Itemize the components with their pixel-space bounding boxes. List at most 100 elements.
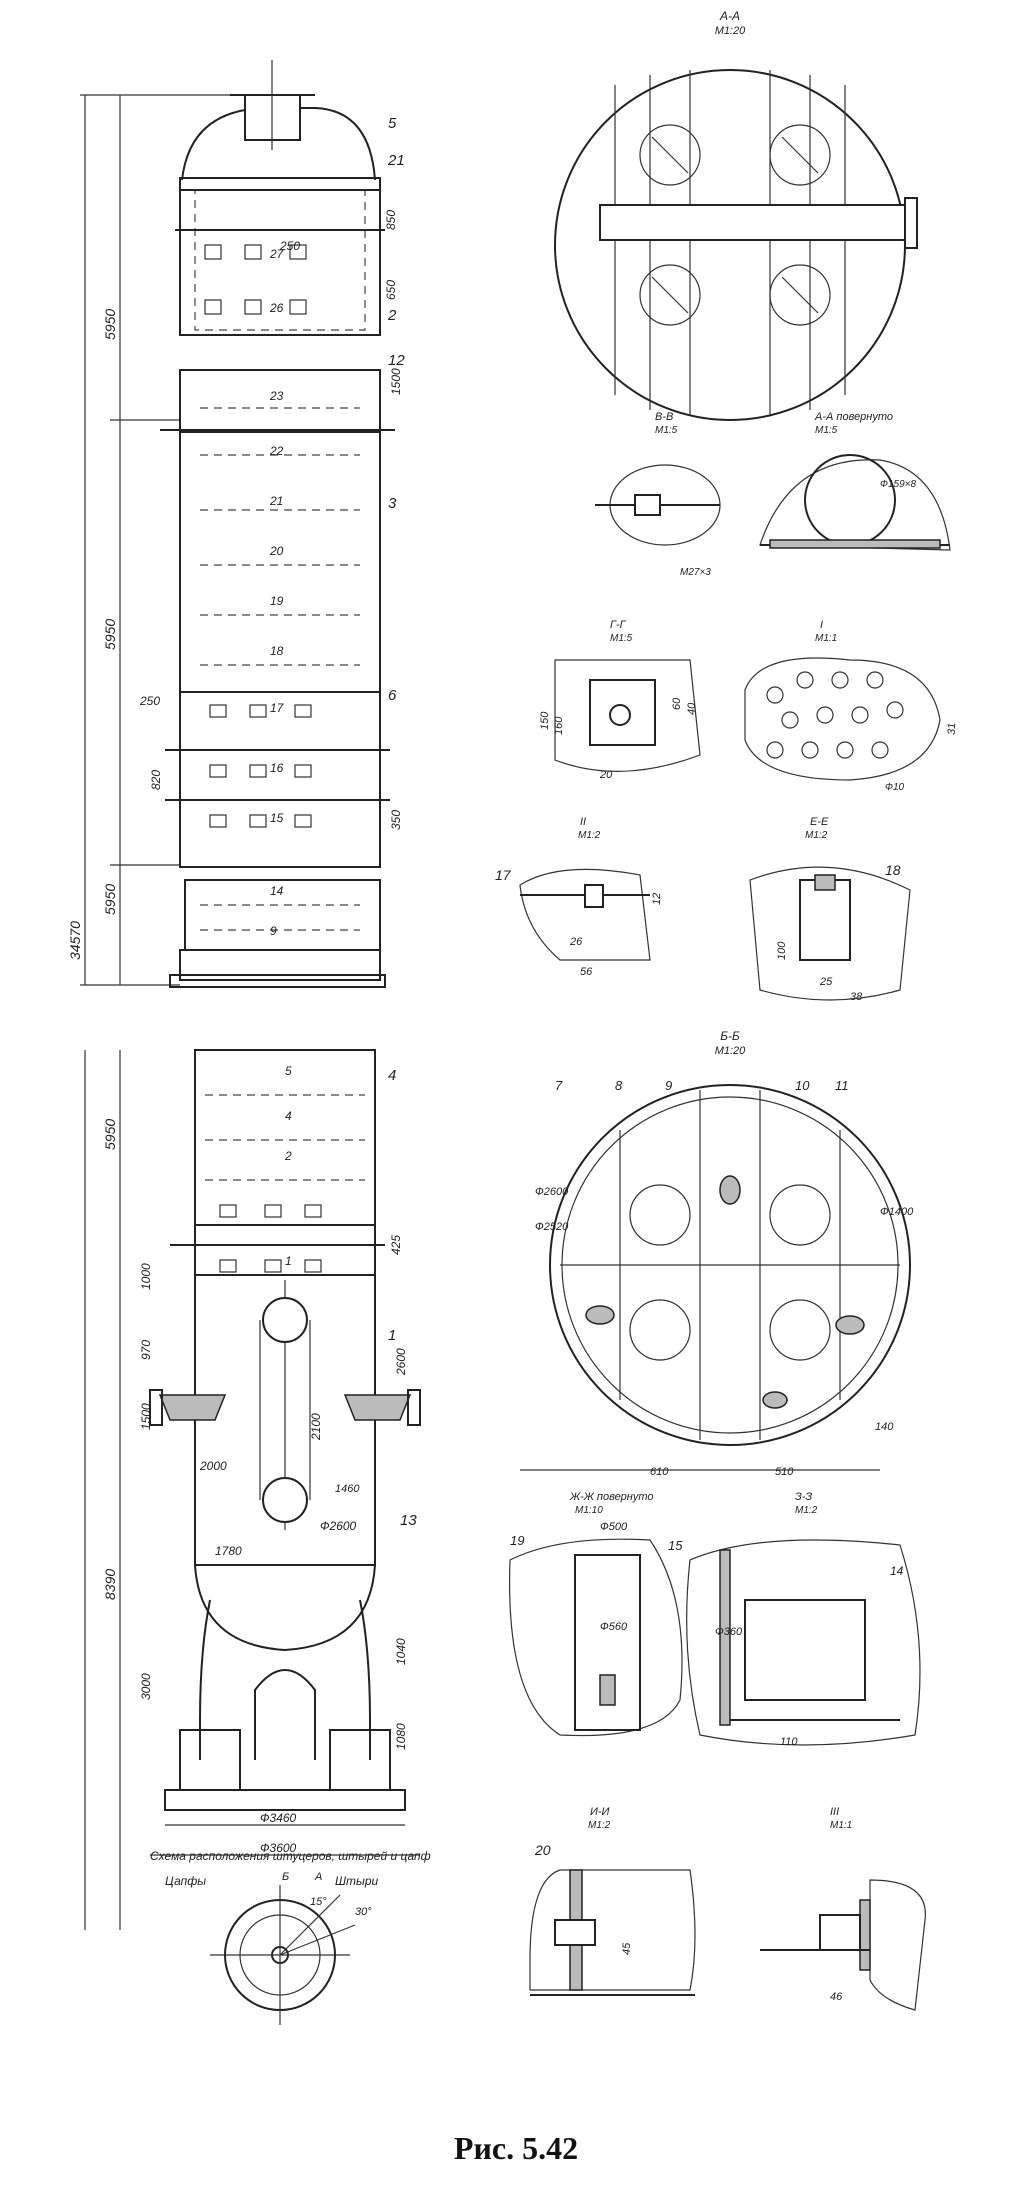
label-1460: 1460 — [335, 1483, 360, 1495]
detail-45: 45 — [621, 1942, 633, 1955]
view-ee-title: Е-Е — [810, 816, 829, 828]
view-aa-rot-note: Ф159×8 — [880, 479, 916, 490]
tray-5: 5 — [285, 1064, 292, 1078]
view-gg-scale: М1:5 — [610, 633, 633, 644]
dim-5950-a: 5950 — [102, 309, 118, 340]
dim-850: 850 — [384, 210, 398, 230]
label-d3600: Ф3600 — [260, 1841, 297, 1855]
detail-15: 15 — [668, 1538, 683, 1553]
dim-1500-top: 1500 — [389, 368, 403, 395]
tray-1: 1 — [285, 1254, 292, 1268]
tray-17: 17 — [270, 701, 285, 715]
detail-m27: M27×3 — [680, 567, 711, 578]
tray-19: 19 — [270, 594, 284, 608]
view-ee — [749, 866, 911, 1001]
bb-dim-610: 610 — [650, 1466, 669, 1478]
view-i-title: I — [820, 619, 823, 631]
view-ii-bot-title: И-И — [590, 1806, 610, 1818]
tray-21: 21 — [269, 494, 283, 508]
view-aa-title: А-А — [719, 9, 740, 23]
dim-350: 350 — [389, 810, 403, 830]
label-2000: 2000 — [199, 1459, 227, 1473]
tray-27: 27 — [269, 247, 285, 261]
view-aa — [554, 69, 918, 421]
tray-20: 20 — [269, 544, 284, 558]
detail-14: 14 — [890, 1564, 904, 1578]
bb-dim-140: 140 — [875, 1421, 894, 1433]
tray-14: 14 — [270, 884, 284, 898]
detail-100: 100 — [776, 941, 788, 960]
dim-34570: 34570 — [67, 921, 83, 960]
overall-dimension-lines — [80, 94, 300, 1930]
nozzle-scheme — [210, 1885, 356, 2025]
dim-3000: 3000 — [139, 1673, 153, 1700]
view-ii — [519, 868, 651, 961]
label-d3460: Ф3460 — [260, 1811, 297, 1825]
bb-dim-510: 510 — [775, 1466, 794, 1478]
nozzle-angle-15: 15° — [310, 1896, 327, 1908]
bb-part-8: 8 — [615, 1078, 623, 1093]
detail-38: 38 — [850, 991, 863, 1003]
view-ee-scale: М1:2 — [805, 830, 828, 841]
tray-2: 2 — [284, 1149, 292, 1163]
view-aa-rot-title: А-А повернуто — [814, 411, 893, 423]
view-gg — [554, 659, 701, 772]
detail-17: 17 — [495, 867, 512, 883]
view-vv-title: В-В — [655, 411, 673, 423]
part-13: 13 — [400, 1512, 417, 1529]
view-zhzh-scale: М1:10 — [575, 1505, 603, 1516]
dim-2600: 2600 — [394, 1348, 408, 1376]
detail-d360: Ф360 — [715, 1626, 743, 1638]
view-zz-title: З-З — [795, 1491, 812, 1503]
detail-60: 60 — [671, 697, 683, 710]
view-ii-bottom — [529, 1869, 696, 1996]
view-zz-scale: М1:2 — [795, 1505, 818, 1516]
view-iii-title: III — [830, 1806, 839, 1818]
label-d2600: Ф2600 — [320, 1519, 357, 1533]
view-i-note: Ф10 — [885, 782, 905, 793]
detail-d560: Ф560 — [600, 1621, 628, 1633]
detail-31: 31 — [946, 723, 958, 735]
tray-16: 16 — [270, 761, 284, 775]
bb-d1400: Ф1400 — [880, 1206, 914, 1218]
detail-150: 150 — [539, 711, 551, 730]
nozzle-label-b: Б — [282, 1871, 289, 1883]
detail-20: 20 — [599, 769, 613, 781]
view-ii-title: II — [580, 816, 586, 828]
column-top-section — [175, 60, 385, 336]
view-vv — [595, 464, 721, 546]
nozzle-scheme-title: Схема расположения штуцеров, штырей и ца… — [150, 1849, 431, 1863]
tray-26: 26 — [269, 301, 284, 315]
view-ii-bot-scale: М1:2 — [588, 1820, 611, 1831]
column-bottom-section — [149, 1049, 421, 1856]
nozzle-label-tsapfy: Цапфы — [165, 1874, 206, 1888]
label-2100: 2100 — [309, 1413, 323, 1441]
dim-970: 970 — [139, 1340, 153, 1360]
view-aa-rotated — [759, 454, 951, 551]
dim-1000: 1000 — [139, 1263, 153, 1290]
detail-20b: 20 — [534, 1842, 551, 1858]
dim-820: 820 — [149, 770, 163, 790]
nozzle-angle-30: 30° — [355, 1906, 372, 1918]
detail-18: 18 — [885, 862, 901, 878]
bb-part-11: 11 — [835, 1078, 849, 1093]
detail-160: 160 — [553, 716, 565, 735]
view-zhzh-title: Ж-Ж повернуто — [569, 1491, 654, 1503]
part-1: 1 — [388, 1327, 396, 1344]
dim-1040: 1040 — [394, 1638, 408, 1665]
dim-425: 425 — [389, 1235, 403, 1255]
detail-25: 25 — [819, 976, 833, 988]
part-4: 4 — [388, 1067, 396, 1084]
tray-18: 18 — [270, 644, 284, 658]
part-12: 12 — [388, 352, 405, 369]
detail-40: 40 — [686, 702, 698, 715]
dim-5950-d: 5950 — [102, 1119, 118, 1150]
view-bb — [549, 1084, 911, 1446]
tray-4: 4 — [285, 1109, 292, 1123]
view-i — [744, 657, 941, 781]
dim-8390: 8390 — [102, 1569, 118, 1600]
part-2: 2 — [387, 307, 397, 324]
tray-15: 15 — [270, 811, 284, 825]
view-gg-title: Г-Г — [610, 619, 627, 631]
